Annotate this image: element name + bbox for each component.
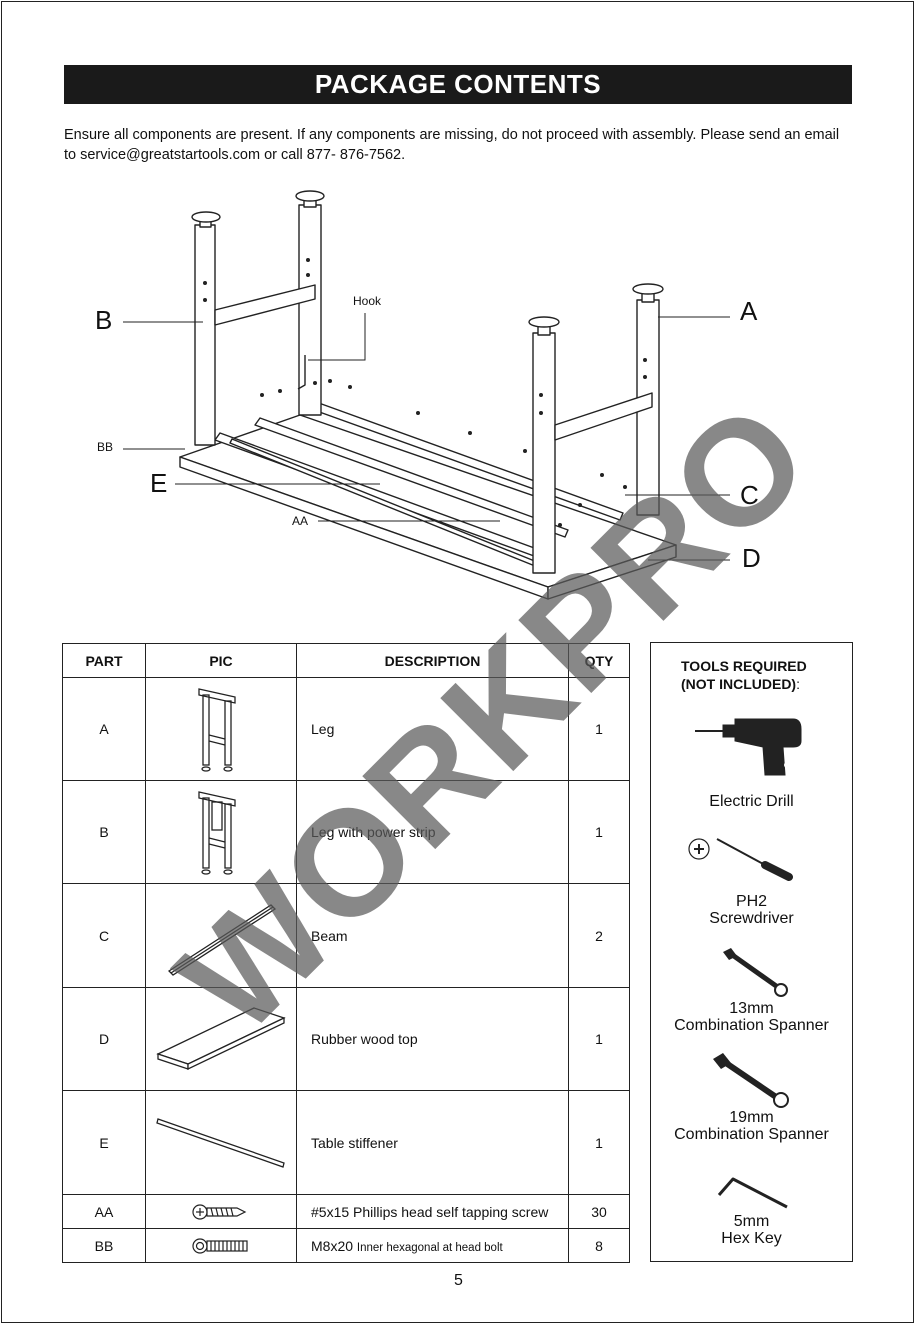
assembly-diagram — [123, 190, 730, 600]
row-part: C — [62, 883, 146, 988]
row-part: A — [62, 677, 146, 781]
page-number: 5 — [454, 1272, 463, 1289]
callout-hook: Hook — [353, 294, 382, 308]
tools-heading-line2: (NOT INCLUDED) — [681, 676, 797, 692]
table-row: E Table stiffener 1 — [62, 1090, 630, 1195]
row-description: Beam — [296, 883, 569, 988]
row-description-detail: Inner hexagonal at head bolt — [356, 1241, 503, 1254]
row-pic — [145, 1090, 297, 1195]
electric-drill-icon — [695, 718, 802, 776]
parts-table: PART PIC DESCRIPTION QTY A Leg 1 B — [62, 643, 630, 1263]
screwdriver-icon — [688, 838, 793, 881]
row-description-main: M8x20 — [311, 1237, 354, 1254]
callout-b: B — [95, 305, 113, 335]
leg-icon — [198, 688, 236, 772]
callout-bb: BB — [97, 440, 114, 454]
row-description: #5x15 Phillips head self tapping screw — [296, 1194, 569, 1229]
row-qty: 1 — [568, 780, 630, 884]
row-part: BB — [62, 1228, 146, 1263]
row-pic — [145, 677, 297, 781]
tool-label-screwdriver-line2: Screwdriver — [709, 910, 794, 927]
row-qty: 1 — [568, 1090, 630, 1195]
spanner-13mm-icon — [723, 948, 788, 997]
row-pic — [145, 1194, 297, 1229]
screw-icon — [192, 1203, 247, 1220]
callout-aa: AA — [292, 514, 309, 528]
tool-label-spanner13-line2: Combination Spanner — [674, 1017, 829, 1034]
row-pic — [145, 1228, 297, 1263]
callout-e: E — [150, 468, 168, 498]
table-row: BB M8x20 Inner hexagonal at head bolt 8 — [62, 1228, 630, 1263]
row-pic — [145, 987, 297, 1091]
tools-panel: TOOLS REQUIRED (NOT INCLUDED): Electric … — [650, 642, 853, 1262]
row-description: Table stiffener — [296, 1090, 569, 1195]
tool-label-hexkey-line1: 5mm — [733, 1213, 770, 1230]
tool-label-spanner19-line1: 19mm — [729, 1109, 774, 1126]
row-description: Leg — [296, 677, 569, 781]
beam-icon — [167, 903, 277, 976]
bolt-icon — [192, 1237, 248, 1254]
callout-d: D — [742, 543, 761, 573]
tools-heading-suffix: : — [796, 676, 800, 692]
table-row: C Beam 2 — [62, 883, 630, 988]
row-description: Rubber wood top — [296, 987, 569, 1091]
tools-heading-line2-wrap: (NOT INCLUDED): — [681, 675, 807, 693]
row-qty: 8 — [568, 1228, 630, 1263]
tool-label-hexkey-line2: Hex Key — [721, 1230, 782, 1247]
table-row: A Leg 1 — [62, 677, 630, 781]
row-description: M8x20 Inner hexagonal at head bolt — [296, 1228, 569, 1263]
header-qty: QTY — [568, 643, 630, 678]
table-header-row: PART PIC DESCRIPTION QTY — [62, 643, 630, 678]
row-qty: 30 — [568, 1194, 630, 1229]
page-title: PACKAGE CONTENTS — [64, 65, 852, 104]
stiffener-icon — [156, 1117, 285, 1168]
header-pic: PIC — [145, 643, 297, 678]
row-part: AA — [62, 1194, 146, 1229]
tool-label-spanner13-line1: 13mm — [729, 1000, 774, 1017]
table-top-icon — [156, 1007, 286, 1071]
intro-text: Ensure all components are present. If an… — [64, 127, 840, 163]
callout-a: A — [740, 296, 758, 326]
tools-heading-line1: TOOLS REQUIRED — [681, 658, 807, 674]
row-part: B — [62, 780, 146, 884]
row-part: E — [62, 1090, 146, 1195]
hex-key-icon — [717, 1177, 788, 1209]
spanner-19mm-icon — [713, 1053, 789, 1108]
leg-with-power-strip-icon — [198, 791, 236, 875]
tools-heading: TOOLS REQUIRED (NOT INCLUDED): — [681, 657, 807, 693]
tool-label-drill: Electric Drill — [709, 793, 794, 810]
table-row: AA #5x15 Phillips head self tapping scre… — [62, 1194, 630, 1229]
callout-c: C — [740, 480, 759, 510]
row-qty: 1 — [568, 987, 630, 1091]
table-row: B Leg with power strip 1 — [62, 780, 630, 884]
header-part: PART — [62, 643, 146, 678]
tool-label-spanner19-line2: Combination Spanner — [674, 1126, 829, 1143]
table-row: D Rubber wood top 1 — [62, 987, 630, 1091]
row-pic — [145, 780, 297, 884]
row-part: D — [62, 987, 146, 1091]
tool-label-screwdriver-line1: PH2 — [735, 893, 768, 910]
row-qty: 2 — [568, 883, 630, 988]
